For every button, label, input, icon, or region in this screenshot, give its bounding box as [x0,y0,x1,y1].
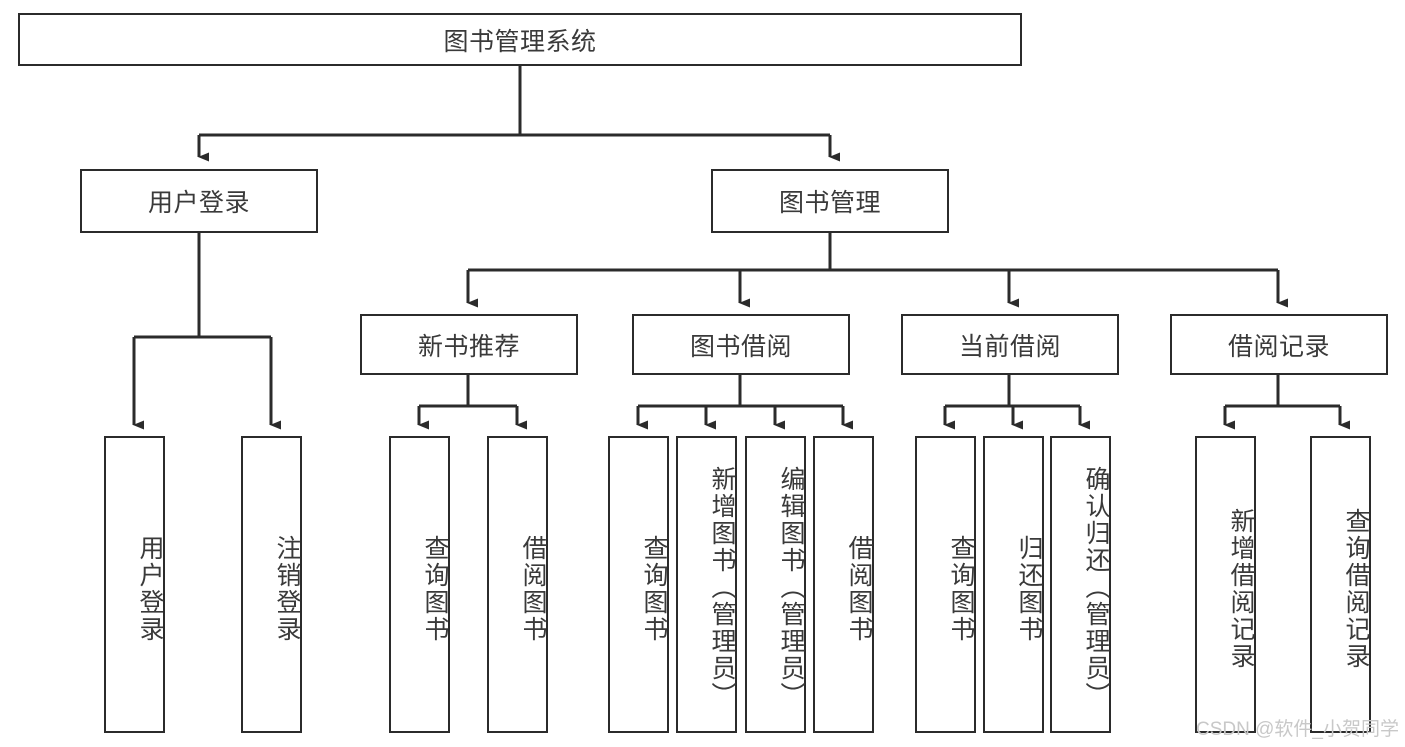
node-borrow-record[interactable]: 借阅记录 [1170,314,1388,375]
node-leaf-borrow-book-2[interactable]: 借阅图书 [813,436,874,733]
node-user-login[interactable]: 用户登录 [80,169,318,233]
node-leaf-query-record[interactable]: 查询借阅记录 [1310,436,1371,733]
node-user-login-label: 用户登录 [147,189,250,217]
watermark-text: CSDN @软件_小贺同学 [1196,719,1399,740]
node-leaf-borrow-book-2-label: 借阅图书 [845,534,873,643]
node-new-book-recommend[interactable]: 新书推荐 [360,314,578,375]
node-root-label: 图书管理系统 [443,27,597,56]
node-leaf-return-book[interactable]: 归还图书 [983,436,1044,733]
node-leaf-query-record-label: 查询借阅记录 [1342,507,1370,670]
node-borrow-record-label: 借阅记录 [1227,332,1330,361]
node-leaf-confirm-return-label: 确认归还（管理员） [1082,466,1110,709]
node-book-management[interactable]: 图书管理 [711,169,949,233]
node-leaf-edit-book-label: 编辑图书（管理员） [777,466,805,709]
node-leaf-user-login-label: 用户登录 [136,534,164,643]
node-leaf-borrow-book-1-label: 借阅图书 [519,534,547,643]
node-leaf-edit-book[interactable]: 编辑图书（管理员） [745,436,806,733]
node-leaf-confirm-return[interactable]: 确认归还（管理员） [1050,436,1111,733]
node-leaf-borrow-book-1[interactable]: 借阅图书 [487,436,548,733]
node-leaf-query-book-3-label: 查询图书 [947,534,975,643]
node-book-borrow-label: 图书借阅 [689,332,792,361]
node-current-borrow-label: 当前借阅 [958,332,1061,361]
node-leaf-add-book-label: 新增图书（管理员） [708,466,736,709]
node-new-book-recommend-label: 新书推荐 [417,332,520,361]
node-leaf-logout-login-label: 注销登录 [273,534,301,643]
node-leaf-user-login[interactable]: 用户登录 [104,436,165,733]
node-book-management-label: 图书管理 [778,189,881,217]
node-leaf-query-book-2-label: 查询图书 [640,534,668,643]
node-leaf-add-book[interactable]: 新增图书（管理员） [676,436,737,733]
node-leaf-add-record-label: 新增借阅记录 [1227,507,1255,670]
node-leaf-query-book-2[interactable]: 查询图书 [608,436,669,733]
node-leaf-logout-login[interactable]: 注销登录 [241,436,302,733]
node-root[interactable]: 图书管理系统 [18,13,1022,66]
node-leaf-query-book-1[interactable]: 查询图书 [389,436,450,733]
node-leaf-return-book-label: 归还图书 [1015,534,1043,643]
node-leaf-query-book-3[interactable]: 查询图书 [915,436,976,733]
node-leaf-add-record[interactable]: 新增借阅记录 [1195,436,1256,733]
node-book-borrow[interactable]: 图书借阅 [632,314,850,375]
node-leaf-query-book-1-label: 查询图书 [421,534,449,643]
node-current-borrow[interactable]: 当前借阅 [901,314,1119,375]
